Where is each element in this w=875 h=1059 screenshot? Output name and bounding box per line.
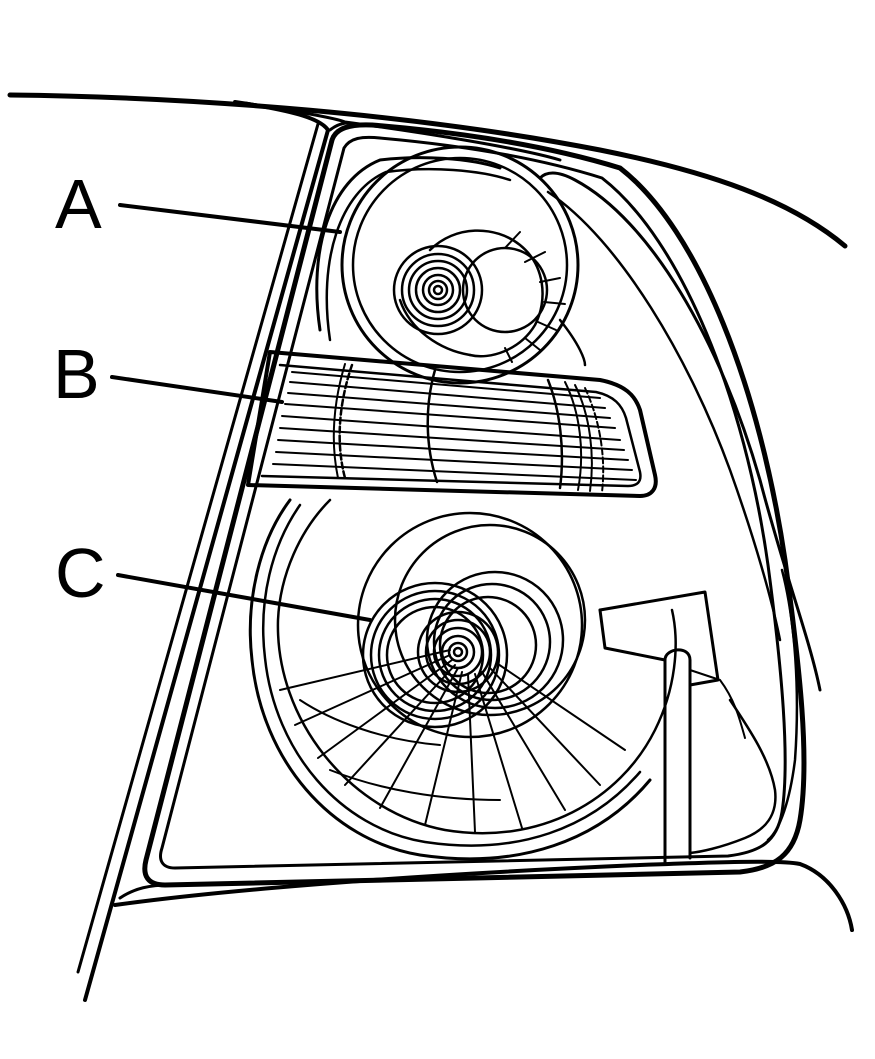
callout-c: C <box>55 534 106 612</box>
leader-line-b <box>110 375 284 404</box>
callout-a: A <box>55 165 102 243</box>
callout-labels: A B C <box>53 165 106 612</box>
leader-line-c <box>116 573 372 622</box>
callout-b: B <box>53 335 100 413</box>
middle-lens-strip <box>246 350 658 498</box>
body-outline <box>7 92 854 1002</box>
lamp-housing <box>142 122 822 888</box>
leader-lines <box>110 203 372 622</box>
lower-lamp-reflector <box>248 498 677 861</box>
leader-line-a <box>118 203 342 234</box>
upper-lamp <box>315 145 587 385</box>
